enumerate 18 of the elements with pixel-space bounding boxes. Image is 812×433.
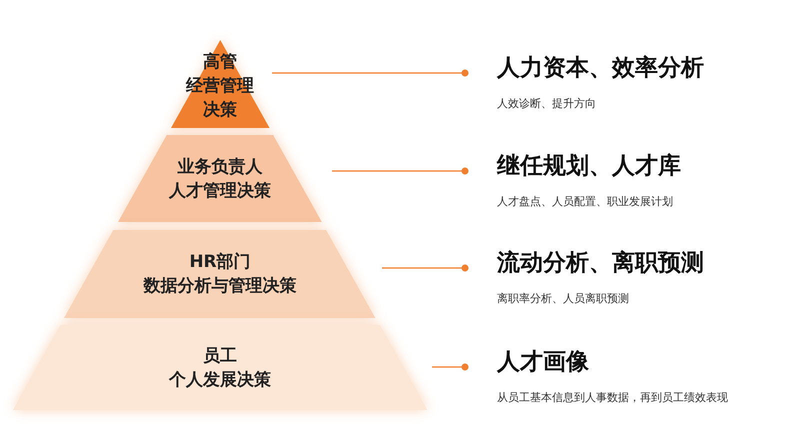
connector-line <box>432 364 468 370</box>
connector-line <box>272 70 468 76</box>
tier-heading: 员工 <box>202 344 238 368</box>
item-description: 离职率分析、人员离职预测 <box>497 291 630 306</box>
connector-line <box>382 264 468 272</box>
tier-heading: HR部门 <box>188 251 252 274</box>
item-heading: 人力资本、效率分析 <box>497 54 704 83</box>
item-heading: 流动分析、离职预测 <box>497 249 704 278</box>
item-heading: 继任规划、人才库 <box>497 152 681 181</box>
item-description: 人效诊断、提升方向 <box>497 96 597 111</box>
tier-label: 人才管理决策 <box>168 180 272 202</box>
item-description: 从员工基本信息到人事数据，再到员工绩效表现 <box>497 390 728 405</box>
connector-line <box>332 168 468 174</box>
item-description: 人才盘点、人员配置、职业发展计划 <box>497 194 674 209</box>
tier-heading: 业务负责人 <box>176 156 264 178</box>
tier-label: 数据分析与管理决策 <box>142 275 298 298</box>
tier-label: 个人发展决策 <box>168 368 272 392</box>
item-heading: 人才画像 <box>497 348 590 377</box>
